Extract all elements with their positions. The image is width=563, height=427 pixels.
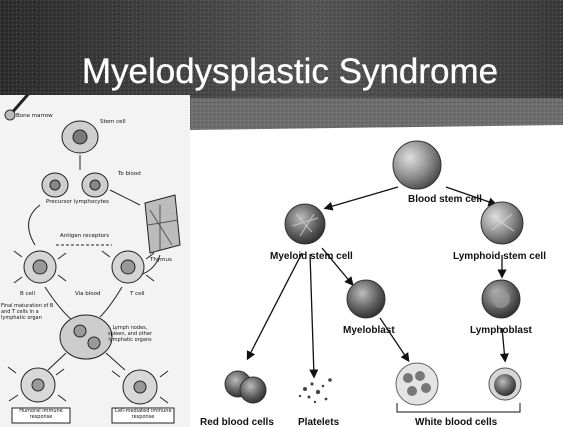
- label-white-blood-cells: White blood cells: [415, 417, 498, 427]
- label-myeloid-stem-cell: Myeloid stem cell: [270, 251, 353, 262]
- platelets-icon: [299, 378, 332, 403]
- label-blood-stem-cell: Blood stem cell: [408, 194, 482, 205]
- red-blood-cells-icon: [225, 371, 266, 403]
- blood-stem-cell-icon: [393, 141, 441, 189]
- label-lymphoid-stem-cell: Lymphoid stem cell: [453, 251, 546, 262]
- lymphocyte-icon: [489, 368, 521, 400]
- myeloblast-icon: [347, 280, 385, 318]
- label-lymphoblast: Lymphoblast: [470, 325, 533, 336]
- neutrophil-icon: [396, 363, 438, 405]
- label-red-blood-cells: Red blood cells: [200, 417, 274, 427]
- label-myeloblast: Myeloblast: [343, 325, 395, 336]
- label-platelets: Platelets: [298, 417, 340, 427]
